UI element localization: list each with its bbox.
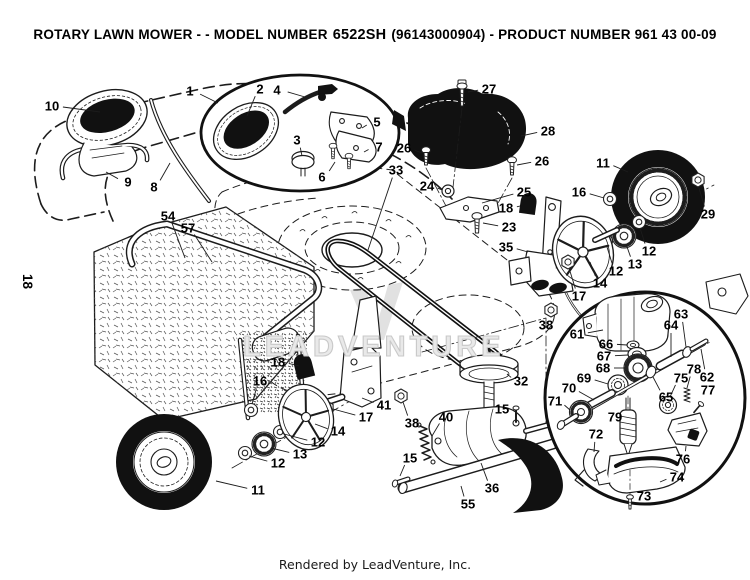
part-label-12: 12 [310,434,326,450]
part-label-76: 76 [675,451,691,467]
part-label-28: 28 [540,123,556,139]
part-label-62: 62 [699,369,715,385]
callout-leader-lines [62,89,706,497]
part-label-17: 17 [358,409,374,425]
part-label-33: 33 [388,162,404,178]
title-suffix: (96143000904) - PRODUCT NUMBER 961 43 00… [391,27,717,42]
part-label-64: 64 [663,317,679,333]
part-label-1: 1 [186,83,194,99]
part-label-38: 38 [538,317,554,333]
part-label-77: 77 [700,382,716,398]
part-label-74: 74 [669,469,685,485]
front-wheel-assembly [116,295,382,510]
part-label-67: 67 [596,348,612,364]
part-label-38: 38 [404,415,420,431]
rear-wheel-assembly [551,150,715,289]
part-label-35: 35 [498,239,514,255]
part-label-15: 15 [402,450,418,466]
part-label-32: 32 [513,373,529,389]
part-label-40: 40 [438,409,454,425]
part-label-70: 70 [561,380,577,396]
part-label-23: 23 [501,219,517,235]
part-label-12: 12 [641,243,657,259]
part-label-25: 25 [516,184,532,200]
part-label-65: 65 [658,389,674,405]
part-label-72: 72 [588,426,604,442]
part-label-4: 4 [273,82,281,98]
part-label-69: 69 [576,370,592,386]
part-label-18: 18 [270,354,286,370]
part-label-5: 5 [373,114,381,130]
part-label-16: 16 [252,373,268,389]
part-label-79: 79 [607,409,623,425]
part-label-24: 24 [419,178,435,194]
grass-bag [93,206,323,421]
leadventure-v-logo [350,282,403,340]
title-prefix: ROTARY LAWN MOWER - - MODEL NUMBER [33,27,328,42]
part-label-26: 26 [534,153,550,169]
part-label-36: 36 [484,480,500,496]
part-label-41: 41 [376,397,392,413]
part-label-7: 7 [375,139,383,155]
part-label-63: 63 [673,306,689,322]
part-label-68: 68 [595,360,611,376]
part-label-3: 3 [293,132,301,148]
bolt-27 [456,79,468,107]
part-label-13: 13 [292,446,308,462]
detail-circle-transmission [498,290,747,513]
part-label-9: 9 [124,174,132,190]
part-label-29: 29 [700,206,716,222]
part-label-57: 57 [180,220,196,236]
belt-cover [392,88,527,170]
detail-circle-controls [199,73,401,193]
handle-control-housing [66,88,148,177]
part-label-61: 61 [569,326,585,342]
part-label-15: 15 [494,401,510,417]
render-credit: Rendered by LeadVenture, Inc. [278,557,472,572]
part-label-2: 2 [256,81,264,97]
part-label-8: 8 [150,179,158,195]
part-label-6: 6 [318,169,326,185]
part-label-66: 66 [598,336,614,352]
part-label-71: 71 [547,393,563,409]
part-label-10: 10 [44,98,60,114]
part-label-75: 75 [673,370,689,386]
part-label-16: 16 [571,184,587,200]
part-label-27: 27 [481,81,497,97]
part-label-78: 78 [686,361,702,377]
bolt-23 [471,212,483,234]
part-label-12: 12 [608,263,624,279]
part-label-12: 12 [270,455,286,471]
part-label-13: 13 [627,256,643,272]
part-label-11: 11 [596,155,610,171]
part-label-18-vertical: 18 [20,273,36,290]
model-number: 6522SH [332,27,387,43]
part-label-11: 11 [251,482,265,498]
page-title: ROTARY LAWN MOWER - - MODEL NUMBER 6522SH… [0,27,750,43]
part-label-17: 17 [571,288,587,304]
part-label-14: 14 [592,275,608,291]
part-label-54: 54 [160,208,176,224]
part-label-14: 14 [330,423,346,439]
part-label-26: 26 [396,140,412,156]
part-label-18: 18 [498,200,514,216]
part-label-73: 73 [636,488,652,504]
drive-control-lever [508,196,598,332]
part-label-55: 55 [460,496,476,512]
